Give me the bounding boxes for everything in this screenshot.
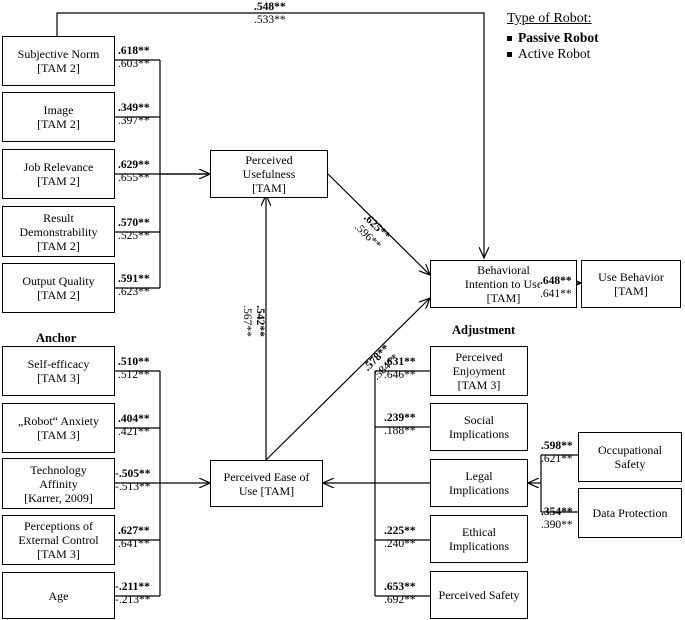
- box-technology-affinity: Technology Affinity [Karrer, 2009]: [2, 458, 115, 509]
- anchor-heading: Anchor: [36, 331, 77, 345]
- box-image: Image [TAM 2]: [2, 92, 115, 142]
- path-label-se-peou: .510** .512**: [118, 356, 150, 381]
- legend-title: Type of Robot:: [507, 11, 592, 26]
- box-output-quality: Output Quality [TAM 2]: [2, 263, 115, 313]
- box-legal-implications: Legal Implications: [430, 459, 528, 507]
- path-label-bi-ub-text: .648** .641**: [540, 275, 572, 301]
- bullet-icon: [507, 51, 512, 57]
- box-perceived-enjoyment: Perceived Enjoyment [TAM 3]: [430, 346, 528, 396]
- box-result-demonstrability: Result Demonstrability [TAM 2]: [2, 206, 115, 257]
- box-age: Age: [2, 572, 115, 619]
- path-label-pec-peou: .627** .641**: [118, 525, 150, 550]
- legend-passive: Passive Robot: [507, 30, 599, 46]
- box-occupational-safety: Occupational Safety: [578, 432, 682, 482]
- path-label-sn-bi: .548** .533**: [254, 1, 286, 26]
- box-robot-anxiety: „Robot“ Anxiety [TAM 3]: [2, 403, 115, 453]
- box-social-implications: Social Implications: [430, 403, 528, 451]
- line-pu-bi: [327, 173, 430, 275]
- box-perceived-safety: Perceived Safety: [430, 571, 528, 619]
- path-label-ps-peou: .653** .692**: [384, 581, 416, 606]
- path-label-enj-peou: .631** .646**: [384, 356, 416, 381]
- adjustment-heading: Adjustment: [452, 323, 516, 337]
- path-label-age-peou: -.211** -.213**: [115, 581, 151, 606]
- box-use-behavior: Use Behavior [TAM]: [581, 260, 681, 308]
- line-sn-bi: [56, 12, 484, 258]
- path-label-dp-legal: .354** .390**: [541, 506, 573, 531]
- bullet-icon: [507, 35, 512, 41]
- path-label-image-pu: .349** .397**: [118, 102, 150, 127]
- box-perceived-ease-of-use: Perceived Ease of Use [TAM]: [210, 460, 323, 507]
- box-perceptions-external-control: Perceptions of External Control [TAM 3]: [2, 515, 115, 565]
- path-label-oq-pu: .591** .623**: [118, 273, 150, 298]
- box-ethical-implications: Ethical Implications: [430, 515, 528, 563]
- box-self-efficacy: Self-efficacy [TAM 3]: [2, 346, 115, 396]
- path-label-occ-legal: .598** .621**: [541, 440, 573, 465]
- path-label-ra-peou: .404** .421**: [118, 413, 150, 438]
- path-label-eth-peou: .225** .240**: [384, 525, 416, 550]
- path-label-jr-pu: .629** .655**: [118, 159, 150, 184]
- box-perceived-usefulness: Perceived Usefulness [TAM]: [210, 150, 328, 198]
- path-label-soc-peou: .239** .188**: [384, 412, 416, 437]
- path-label-sn-pu: .618** .603**: [118, 45, 150, 70]
- legend-active: Active Robot: [507, 46, 590, 62]
- box-data-protection: Data Protection: [578, 488, 682, 538]
- line-peou-bi: [265, 298, 430, 461]
- path-label-rd-pu: .570** .525**: [118, 217, 150, 242]
- box-job-relevance: Job Relevance [TAM 2]: [2, 149, 115, 199]
- path-label-peou-pu: .542** .567**: [240, 305, 266, 337]
- box-subjective-norm: Subjective Norm [TAM 2]: [2, 36, 115, 86]
- path-label-ta-peou: -.505** -.513**: [115, 468, 151, 493]
